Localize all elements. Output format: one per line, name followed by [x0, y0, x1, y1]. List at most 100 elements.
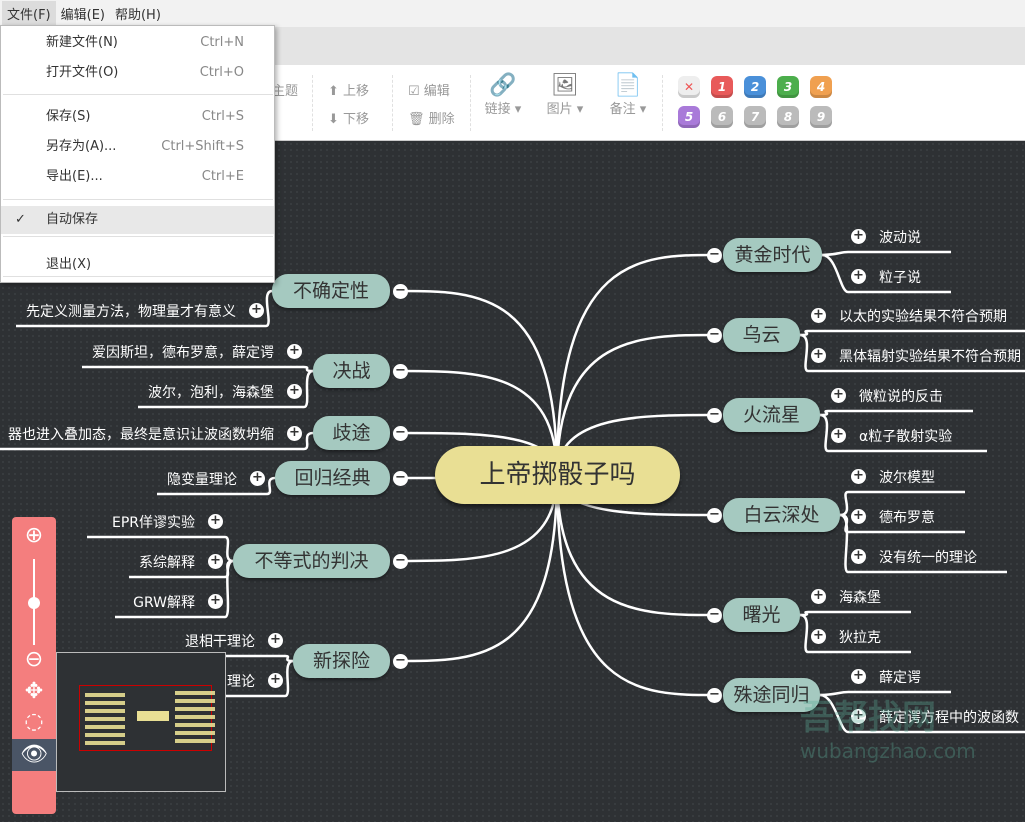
root-node[interactable]: 上帝掷骰子吗 — [435, 446, 680, 504]
expand-icon[interactable]: + — [249, 303, 264, 318]
branch-node[interactable]: 回归经典 — [275, 461, 390, 495]
child-topic[interactable]: 海森堡 — [839, 590, 881, 606]
zoom-out-icon[interactable]: ⊖ — [24, 647, 44, 672]
expand-icon[interactable]: + — [851, 549, 866, 564]
child-topic[interactable]: α粒子散射实验 — [859, 429, 953, 445]
branch-node[interactable]: 乌云 — [723, 318, 800, 352]
zoom-slider-handle[interactable] — [28, 597, 40, 609]
child-topic[interactable]: 微粒说的反击 — [859, 389, 943, 405]
expand-icon[interactable]: + — [811, 348, 826, 363]
child-topic[interactable]: 先定义测量方法，物理量才有意义 — [26, 304, 236, 320]
child-topic[interactable]: 波动说 — [879, 230, 921, 246]
menu-item[interactable]: 另存为(A)...Ctrl+Shift+S — [1, 133, 274, 161]
child-topic[interactable]: 薛定谔方程中的波函数 — [879, 710, 1019, 726]
collapse-icon[interactable]: − — [707, 608, 722, 623]
collapse-icon[interactable]: − — [707, 408, 722, 423]
child-topic[interactable]: 器也进入叠加态，最终是意识让波函数坍缩 — [8, 427, 274, 443]
collapse-icon[interactable]: − — [393, 426, 408, 441]
collapse-icon[interactable]: − — [707, 328, 722, 343]
child-topic[interactable]: 隐变量理论 — [167, 472, 237, 488]
expand-icon[interactable]: + — [811, 308, 826, 323]
priority-5-button[interactable]: 5 — [678, 106, 700, 128]
branch-node[interactable]: 新探险 — [293, 644, 390, 678]
delete-button[interactable]: 🗑 删除 — [408, 108, 455, 127]
child-topic[interactable]: 德布罗意 — [879, 510, 935, 526]
priority-7-button[interactable]: 7 — [744, 106, 766, 128]
minimap[interactable] — [56, 652, 226, 792]
locate-center-icon[interactable]: ◌ — [24, 709, 44, 734]
expand-icon[interactable]: + — [811, 629, 826, 644]
menu-item[interactable]: 保存(S)Ctrl+S — [1, 103, 274, 131]
branch-node[interactable]: 不等式的判决 — [233, 544, 390, 578]
collapse-icon[interactable]: − — [707, 508, 722, 523]
expand-icon[interactable]: + — [287, 344, 302, 359]
child-topic[interactable]: 理论 — [227, 674, 255, 690]
expand-icon[interactable]: + — [208, 554, 223, 569]
expand-icon[interactable]: + — [851, 269, 866, 284]
collapse-icon[interactable]: − — [393, 471, 408, 486]
collapse-icon[interactable]: − — [707, 248, 722, 263]
insert-topic-button[interactable]: 主题 — [272, 84, 299, 99]
child-topic[interactable]: 黑体辐射实验结果不符合预期 — [839, 349, 1021, 365]
collapse-icon[interactable]: − — [707, 688, 722, 703]
menu-item[interactable]: ✓自动保存 — [1, 206, 274, 234]
branch-node[interactable]: 黄金时代 — [723, 238, 822, 272]
move-down-button[interactable]: ⬇ 下移 — [328, 108, 369, 127]
menu-edit[interactable]: 编辑(E) — [60, 8, 105, 23]
move-up-button[interactable]: ⬆ 上移 — [328, 80, 369, 99]
expand-icon[interactable]: + — [268, 633, 283, 648]
priority-1-button[interactable]: 1 — [711, 76, 733, 98]
expand-icon[interactable]: + — [287, 384, 302, 399]
expand-icon[interactable]: + — [287, 426, 302, 441]
expand-icon[interactable]: + — [811, 589, 826, 604]
menu-item[interactable]: 导出(E)...Ctrl+E — [1, 163, 274, 191]
menu-item[interactable]: 退出(X) — [1, 251, 274, 279]
expand-icon[interactable]: + — [208, 514, 223, 529]
expand-icon[interactable]: + — [851, 509, 866, 524]
expand-icon[interactable]: + — [208, 594, 223, 609]
zoom-in-icon[interactable]: ⊕ — [24, 523, 44, 548]
expand-icon[interactable]: + — [851, 469, 866, 484]
menu-file[interactable]: 文件(F) — [2, 1, 56, 26]
child-topic[interactable]: 粒子说 — [879, 270, 921, 286]
expand-icon[interactable]: + — [831, 388, 846, 403]
eye-icon[interactable]: 👁 — [12, 739, 56, 771]
child-topic[interactable]: EPR佯谬实验 — [111, 515, 195, 531]
branch-node[interactable]: 决战 — [313, 354, 390, 388]
expand-icon[interactable]: + — [851, 669, 866, 684]
priority-6-button[interactable]: 6 — [711, 106, 733, 128]
collapse-icon[interactable]: − — [393, 364, 408, 379]
priority-8-button[interactable]: 8 — [777, 106, 799, 128]
child-topic[interactable]: 波尔，泡利，海森堡 — [148, 385, 274, 401]
child-topic[interactable]: 狄拉克 — [839, 630, 881, 646]
move-icon[interactable]: ✥ — [24, 679, 44, 704]
expand-icon[interactable]: + — [831, 428, 846, 443]
image-button[interactable]: 🖼图片 ▾ — [542, 73, 588, 117]
menu-item[interactable]: 新建文件(N)Ctrl+N — [1, 29, 274, 57]
priority-9-button[interactable]: 9 — [810, 106, 832, 128]
link-button[interactable]: 🔗链接 ▾ — [480, 73, 526, 117]
priority-0-button[interactable]: ✕ — [678, 76, 700, 98]
branch-node[interactable]: 曙光 — [723, 598, 800, 632]
expand-icon[interactable]: + — [851, 709, 866, 724]
child-topic[interactable]: 没有统一的理论 — [879, 550, 977, 566]
child-topic[interactable]: 爱因斯坦，德布罗意，薛定谔 — [92, 345, 274, 361]
child-topic[interactable]: GRW解释 — [133, 595, 195, 611]
menu-item[interactable]: 打开文件(O)Ctrl+O — [1, 59, 274, 87]
expand-icon[interactable]: + — [268, 673, 283, 688]
child-topic[interactable]: 以太的实验结果不符合预期 — [839, 309, 1007, 325]
collapse-icon[interactable]: − — [393, 554, 408, 569]
menu-help[interactable]: 帮助(H) — [114, 8, 161, 23]
branch-node[interactable]: 殊途同归 — [723, 678, 820, 712]
priority-4-button[interactable]: 4 — [810, 76, 832, 98]
priority-2-button[interactable]: 2 — [744, 76, 766, 98]
collapse-icon[interactable]: − — [393, 654, 408, 669]
priority-3-button[interactable]: 3 — [777, 76, 799, 98]
branch-node[interactable]: 火流星 — [723, 398, 820, 432]
child-topic[interactable]: 波尔模型 — [879, 470, 935, 486]
expand-icon[interactable]: + — [250, 471, 265, 486]
branch-node[interactable]: 不确定性 — [272, 274, 390, 308]
collapse-icon[interactable]: − — [393, 284, 408, 299]
child-topic[interactable]: 退相干理论 — [185, 634, 255, 650]
child-topic[interactable]: 系综解释 — [139, 555, 195, 571]
